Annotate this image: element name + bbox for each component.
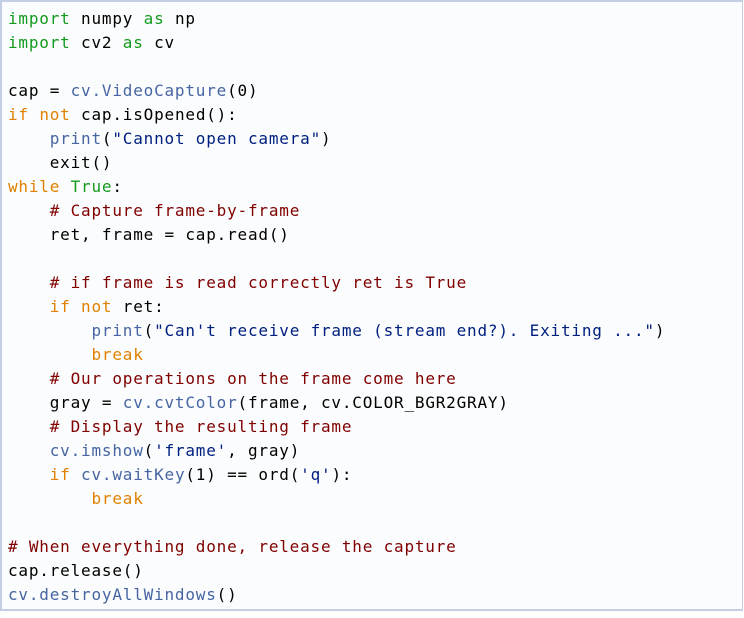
code-line: break [8,487,742,511]
code-token-plain [8,345,91,364]
code-token-plain: ) [321,129,332,148]
code-token-plain: (0) [227,81,259,100]
code-token-plain: , gray) [227,441,301,460]
code-line: ret, frame = cap.read() [8,223,742,247]
code-token-flow-keyword: not [81,297,113,316]
code-token-plain [29,105,39,124]
code-token-flow-keyword: if [8,105,29,124]
code-line: cap = cv.VideoCapture(0) [8,79,742,103]
code-token-plain [8,129,50,148]
code-line: exit() [8,151,742,175]
code-line: import cv2 as cv [8,31,742,55]
code-token-keyword: import [8,9,71,28]
code-token-plain [8,441,50,460]
code-token-comment: # if frame is read correctly ret is True [49,273,468,292]
code-line [8,247,742,271]
api-link[interactable]: cv.waitKey [81,465,186,484]
code-line [8,511,742,535]
code-token-flow-keyword: not [39,105,71,124]
code-token-plain: ( [101,129,113,148]
code-token-plain [60,177,70,196]
code-line: break [8,343,742,367]
code-token-plain: cap.release() [8,561,144,580]
code-token-plain [71,297,81,316]
code-token-flow-keyword: if [49,465,71,484]
api-link[interactable]: print [91,321,144,340]
code-token-comment: # Display the resulting frame [49,417,353,436]
code-token-plain: ret: [112,297,165,316]
code-token-plain [71,465,81,484]
code-token-plain [8,489,91,508]
code-token-plain: (frame, cv.COLOR_BGR2GRAY) [237,393,509,412]
code-token-plain [8,201,50,220]
code-line: print("Can't receive frame (stream end?)… [8,319,742,343]
code-token-string: 'frame' [154,441,228,460]
code-line: # Our operations on the frame come here [8,367,742,391]
code-token-string: 'q' [300,465,332,484]
code-line: # if frame is read correctly ret is True [8,271,742,295]
code-token-plain: ( [143,441,155,460]
code-token-plain: () [216,585,238,604]
code-line: if not ret: [8,295,742,319]
code-line: # Display the resulting frame [8,415,742,439]
code-token-string: "Cannot open camera" [112,129,321,148]
code-line [8,55,742,79]
code-line: while True: [8,175,742,199]
code-line: cv.destroyAllWindows() [8,583,742,607]
code-token-plain [8,417,50,436]
code-token-comment: # Our operations on the frame come here [49,369,457,388]
code-token-plain: ret, frame = cap.read() [8,225,290,244]
code-token-plain: ( [143,321,155,340]
code-token-plain: : [112,177,123,196]
code-token-keyword: import [8,33,71,52]
code-token-comment: # When everything done, release the capt… [8,537,457,556]
code-token-flow-keyword: break [91,489,144,508]
api-link[interactable]: cv.destroyAllWindows [8,585,217,604]
code-token-plain [8,297,50,316]
code-token-plain: (1) == ord( [185,465,301,484]
code-token-plain: gray = [8,393,123,412]
code-token-keyword: True [70,177,113,196]
code-token-plain: np [164,9,196,28]
code-token-comment: # Capture frame-by-frame [49,201,301,220]
code-token-keyword: as [122,33,144,52]
code-line: print("Cannot open camera") [8,127,742,151]
code-line: if cv.waitKey(1) == ord('q'): [8,463,742,487]
code-token-keyword: as [143,9,165,28]
api-link[interactable]: cv.VideoCapture [70,81,228,100]
code-line: import numpy as np [8,7,742,31]
code-token-plain: ) [654,321,666,340]
api-link[interactable]: cv.cvtColor [122,393,238,412]
code-token-plain: cv [143,33,175,52]
code-token-flow-keyword: if [49,297,71,316]
code-line: # Capture frame-by-frame [8,199,742,223]
code-token-plain [8,369,50,388]
code-line: cv.imshow('frame', gray) [8,439,742,463]
code-token-plain: numpy [70,9,144,28]
api-link[interactable]: print [49,129,102,148]
code-line: gray = cv.cvtColor(frame, cv.COLOR_BGR2G… [8,391,742,415]
code-token-string: "Can't receive frame (stream end?). Exit… [154,321,655,340]
code-token-plain: exit() [8,153,113,172]
code-token-plain: cap.isOpened(): [70,105,238,124]
code-token-plain [8,321,91,340]
code-line: # When everything done, release the capt… [8,535,742,559]
code-token-plain [8,273,50,292]
code-token-flow-keyword: while [8,177,61,196]
code-line: cap.release() [8,559,742,583]
code-token-plain [8,465,50,484]
api-link[interactable]: cv.imshow [49,441,144,460]
code-line: if not cap.isOpened(): [8,103,742,127]
code-token-flow-keyword: break [91,345,144,364]
code-token-plain: cv2 [70,33,123,52]
code-token-plain: cap = [8,81,71,100]
code-token-plain: ): [331,465,353,484]
